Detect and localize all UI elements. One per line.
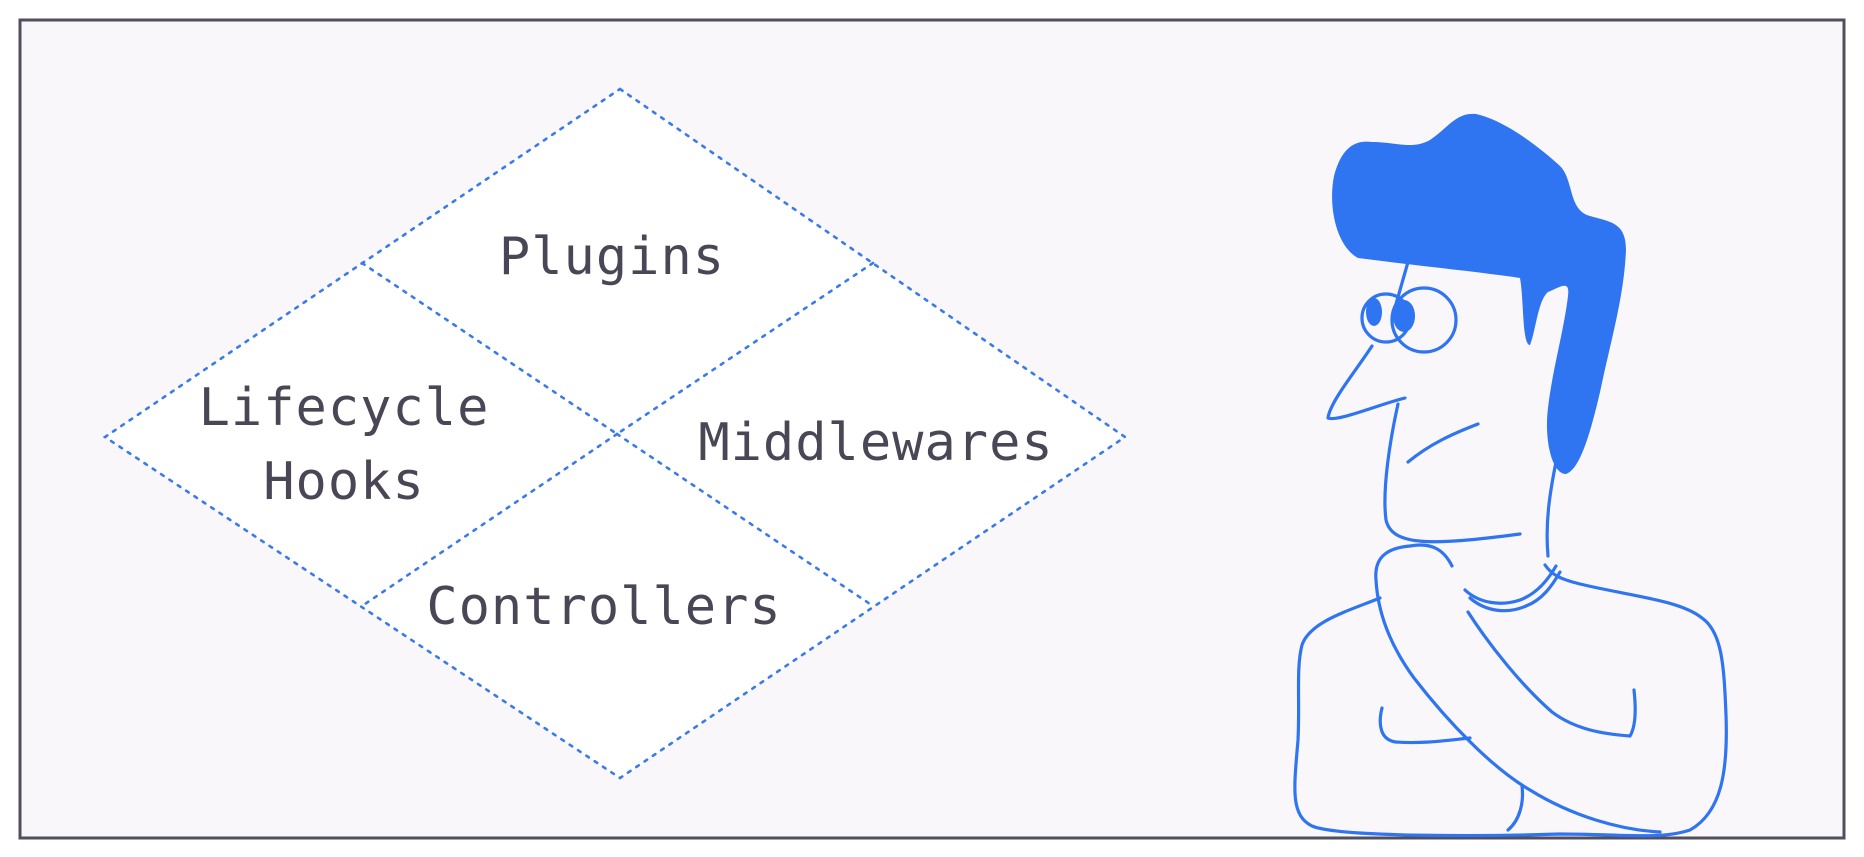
person-pupil-right: [1393, 300, 1415, 332]
person-hair: [1332, 113, 1626, 475]
person-wrist: [1506, 784, 1525, 832]
person-torso: [1293, 563, 1728, 838]
label-controllers: Controllers: [426, 577, 781, 637]
diamond-outline: [102, 87, 1128, 780]
divider-top-right-to-center: [615, 261, 875, 436]
person-neck: [1545, 460, 1558, 558]
person-mouth: [1406, 422, 1480, 464]
layer-diamond: Plugins Lifecycle Hooks Middlewares Cont…: [102, 87, 1128, 780]
person-collar-inner: [1468, 570, 1562, 613]
divider-top-left-to-center: [360, 261, 619, 436]
label-lifecycle: Lifecycle: [199, 378, 490, 438]
divider-center-to-bottom-right: [615, 432, 875, 608]
person-glasses-right: [1390, 286, 1458, 354]
label-hooks: Hooks: [263, 452, 425, 512]
thinking-person-icon: [1293, 113, 1728, 838]
person-forearm: [1378, 706, 1472, 745]
divider-center-to-bottom-left: [360, 432, 619, 608]
person-arm: [1374, 543, 1662, 834]
person-pupil-left: [1366, 298, 1382, 326]
label-plugins: Plugins: [499, 227, 725, 287]
diamond-fill: [105, 89, 1125, 778]
label-middlewares: Middlewares: [698, 413, 1053, 473]
person-collar: [1463, 564, 1558, 605]
